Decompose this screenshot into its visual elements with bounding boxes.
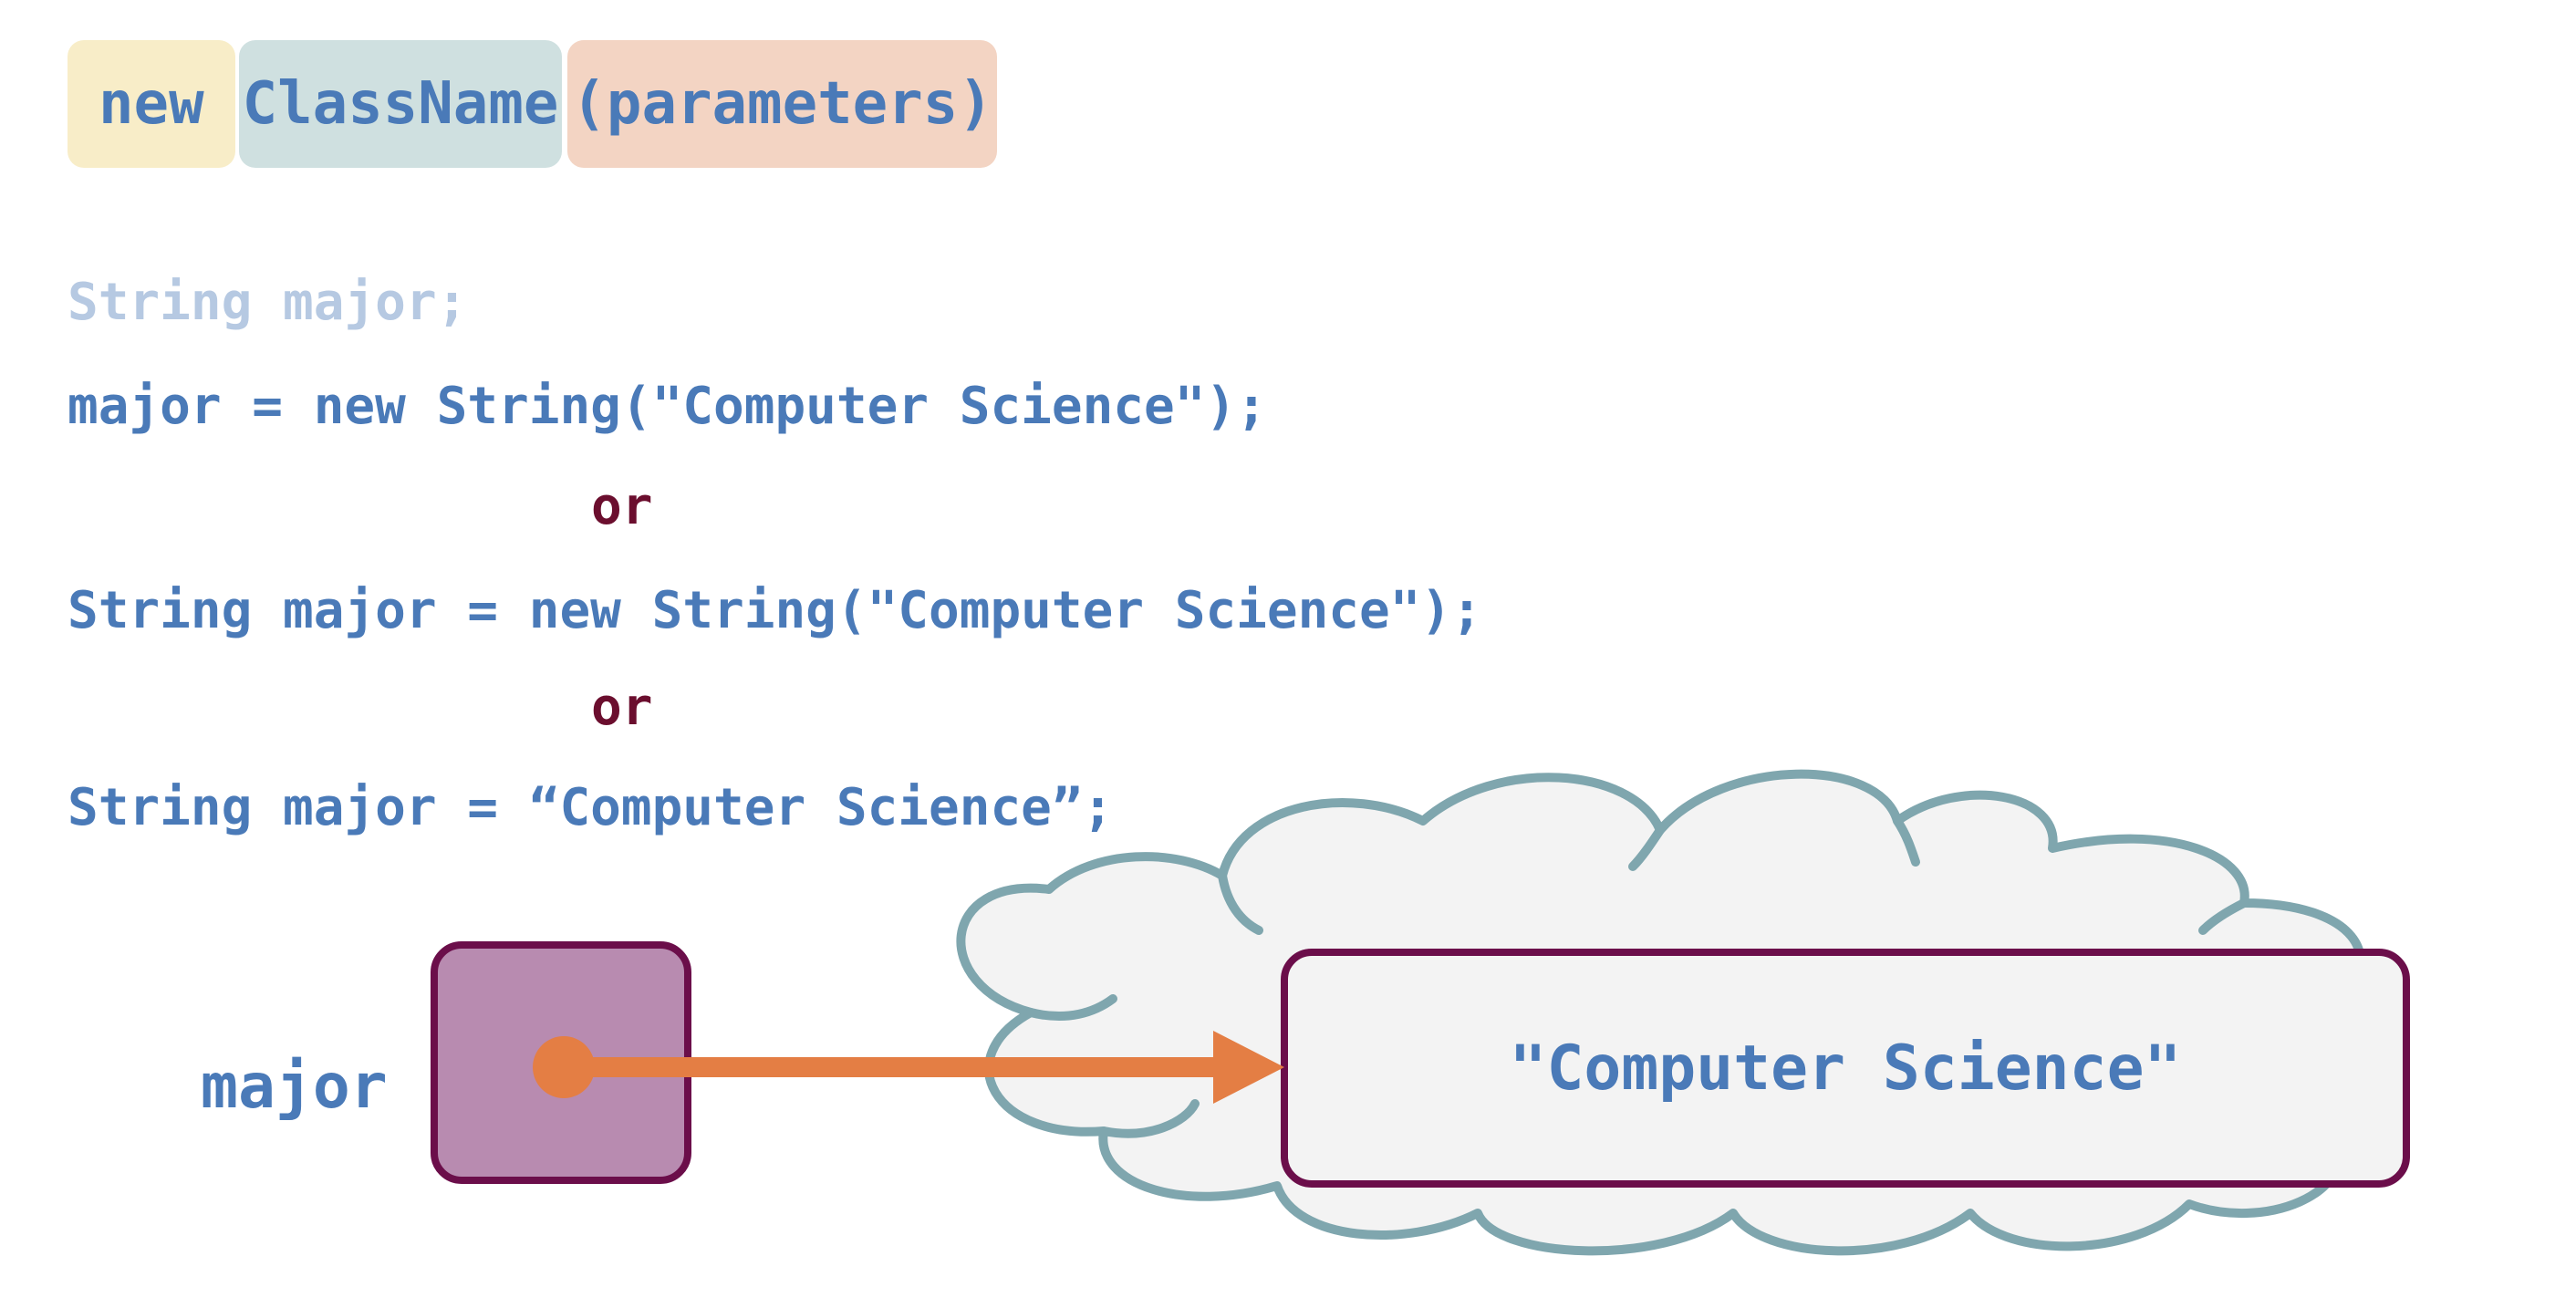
reference-dot [533,1036,595,1098]
declaration-line: String major; [68,273,468,332]
string-literal-line: String major = “Computer Science”; [68,778,1114,837]
string-object-box [1281,949,2410,1188]
string-object-value: "Computer Science" [1509,1032,2182,1105]
parameters-pill: (parameters) [567,40,997,168]
or-separator-1: or [591,477,653,536]
or-separator-2: or [591,678,653,737]
declare-and-construct-line: String major = new String("Computer Scie… [68,581,1482,640]
new-keyword-pill: new [68,40,235,168]
class-name-pill: ClassName [238,40,563,168]
assignment-line: major = new String("Computer Science"); [68,377,1267,436]
constructor-syntax-template: new ClassName (parameters) [68,40,997,168]
reference-arrow-head [1213,1031,1284,1104]
variable-label: major [201,1051,388,1123]
